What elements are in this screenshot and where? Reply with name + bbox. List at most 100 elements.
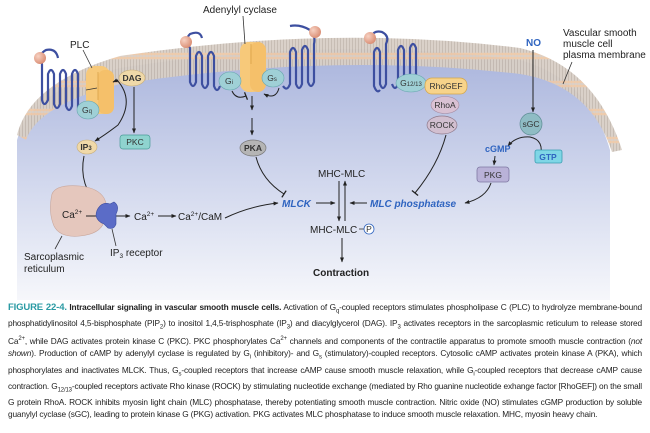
caption-text-segment: ) and diacylglycerol (DAG). IP <box>289 318 398 329</box>
svg-text:Gs: Gs <box>267 73 277 83</box>
ligand-ball <box>180 36 192 48</box>
caption-text-segment: ). Production of cAMP by adenylyl cyclas… <box>31 348 250 359</box>
caption-text-segment: 2+ <box>18 336 25 343</box>
dag-node <box>118 69 146 87</box>
sr-label-2: reticulum <box>24 264 65 275</box>
rock-label: ROCK <box>430 120 455 130</box>
caption-text-segment: -coupled receptors activate Rho kinase (… <box>8 380 642 419</box>
rhogef-label: RhoGEF <box>429 81 462 91</box>
caption-body: Activation of Gq-coupled receptors stimu… <box>8 302 642 419</box>
pka-inhibits-mlck <box>255 156 287 198</box>
svg-text:Ca2+: Ca2+ <box>62 209 82 221</box>
membrane-note-1: Vascular smooth <box>563 28 637 39</box>
membrane-note-3: plasma membrane <box>563 50 646 61</box>
caption-text-segment: i <box>249 354 251 361</box>
svg-text:IP3: IP3 <box>80 142 92 152</box>
pkg-label: PKG <box>484 170 502 180</box>
gi-protein <box>218 71 242 91</box>
mhc-mlc-p-label: MHC-MLC <box>310 225 357 236</box>
caption-text-segment: activates receptors in the sarcoplasmic … <box>8 318 642 347</box>
gi-inhibits-ac <box>231 90 249 100</box>
membrane-note-2: muscle cell <box>563 39 612 50</box>
gs-activates-ac <box>263 87 280 98</box>
caption-text-segment: 2 <box>159 325 164 332</box>
dag-label: DAG <box>123 73 142 83</box>
pkg-node <box>476 166 510 183</box>
gi-label: G <box>225 76 232 86</box>
ip3-receptor-label: IP <box>110 248 120 259</box>
plc-label: PLC <box>70 40 89 51</box>
caption-text-segment: q <box>335 308 340 315</box>
caption-text-segment: not shown <box>8 336 642 359</box>
rhoa-label: RhoA <box>434 100 456 110</box>
caption-text-segment: channels and components of the contracti… <box>286 336 631 347</box>
cytoplasm <box>17 49 610 300</box>
sr-label-1: Sarcoplasmic <box>24 252 84 263</box>
pkg-activates-mlcp <box>464 182 492 204</box>
gq-protein <box>76 100 100 120</box>
signaling-diagram: PLC Gq DAG PKC IP3 Ca2+ Ca2+ Ca2+/CaM Sa… <box>17 5 646 300</box>
contraction-label: Contraction <box>313 268 369 279</box>
caption-text-segment: 2+ <box>280 336 287 343</box>
no-label: NO <box>526 38 541 49</box>
caption-text-segment: -coupled receptors that increase cAMP ca… <box>181 364 474 375</box>
caption-text-segment: s <box>178 371 182 378</box>
ip3-node <box>76 139 98 155</box>
rhogef-node <box>424 77 468 95</box>
svg-text:IP3 receptor: IP3 receptor <box>110 248 163 260</box>
ligand-ball <box>364 32 376 44</box>
pkc-label: PKC <box>126 137 143 147</box>
mhc-mlc-label: MHC-MLC <box>318 169 365 180</box>
caption-text-segment: -coupled receptors stimulates phospholip… <box>8 302 643 329</box>
ligand-ball <box>309 26 321 38</box>
caption-text-segment: , while DAG activates protein kinase C (… <box>24 336 281 347</box>
phosphate-label: P <box>366 224 372 234</box>
ca-cam-label: Ca <box>178 212 191 223</box>
gs-receptor <box>282 24 321 90</box>
rock-inhibits-mlcp <box>411 134 447 197</box>
cgmp-label: cGMP <box>485 144 511 154</box>
figure-title: Intracellular signaling in vascular smoo… <box>69 302 282 312</box>
phosphate-circle <box>363 223 375 235</box>
adenylyl-cyclase-label: Adenylyl cyclase <box>203 5 277 16</box>
caption-text-segment: 3 <box>397 325 401 332</box>
gtp-label: GTP <box>539 152 557 162</box>
sgc-label: sGC <box>523 119 540 129</box>
pka-node <box>239 139 267 157</box>
gi-receptor <box>180 31 222 92</box>
ca-cytosolic-label: Ca <box>134 212 147 223</box>
mlck-label: MLCK <box>282 199 312 210</box>
pkc-node <box>119 134 151 150</box>
adenylyl-cyclase <box>240 42 266 92</box>
caption-text-segment: -coupled receptors that decrease cAMP ca… <box>8 364 643 391</box>
caption-text-segment: Activation of G <box>281 302 336 312</box>
plasma-membrane <box>17 37 622 152</box>
rhoa-node <box>430 96 460 114</box>
gs-label: G <box>267 73 274 83</box>
caption-text-segment: 12/13 <box>57 387 72 394</box>
gs-protein <box>261 68 285 88</box>
svg-text:Gq: Gq <box>82 105 92 115</box>
g1213-label: G <box>400 78 407 88</box>
ip3-label: IP <box>80 142 88 152</box>
caption-text-segment: (inhibitory)- and G <box>250 348 319 359</box>
svg-text:Ca2+: Ca2+ <box>134 211 154 223</box>
caption-text-segment: i <box>473 371 475 378</box>
ligand-ball <box>34 52 46 64</box>
svg-text:G12/13: G12/13 <box>400 78 422 88</box>
gtp-node <box>534 149 563 164</box>
figure-caption: FIGURE 22-4. Intracellular signaling in … <box>8 302 642 421</box>
pka-label: PKA <box>244 143 262 153</box>
sgc-node <box>519 112 543 136</box>
ca-sr-label: Ca <box>62 210 75 221</box>
svg-text:Ca2+/CaM: Ca2+/CaM <box>178 211 222 223</box>
caption-text-segment: 3 <box>286 325 290 332</box>
plc-to-ip3-arrow <box>94 79 127 142</box>
gq-label: G <box>82 105 89 115</box>
mlc-phosphatase-label: MLC phosphatase <box>370 199 457 210</box>
caption-text-segment: (stimulatory)-coupled receptors. Cytosol… <box>8 348 642 375</box>
figure-number: FIGURE 22-4. <box>8 302 67 313</box>
svg-text:Gi: Gi <box>225 76 233 86</box>
rock-node <box>426 115 458 135</box>
caption-text-segment: s <box>318 354 322 361</box>
